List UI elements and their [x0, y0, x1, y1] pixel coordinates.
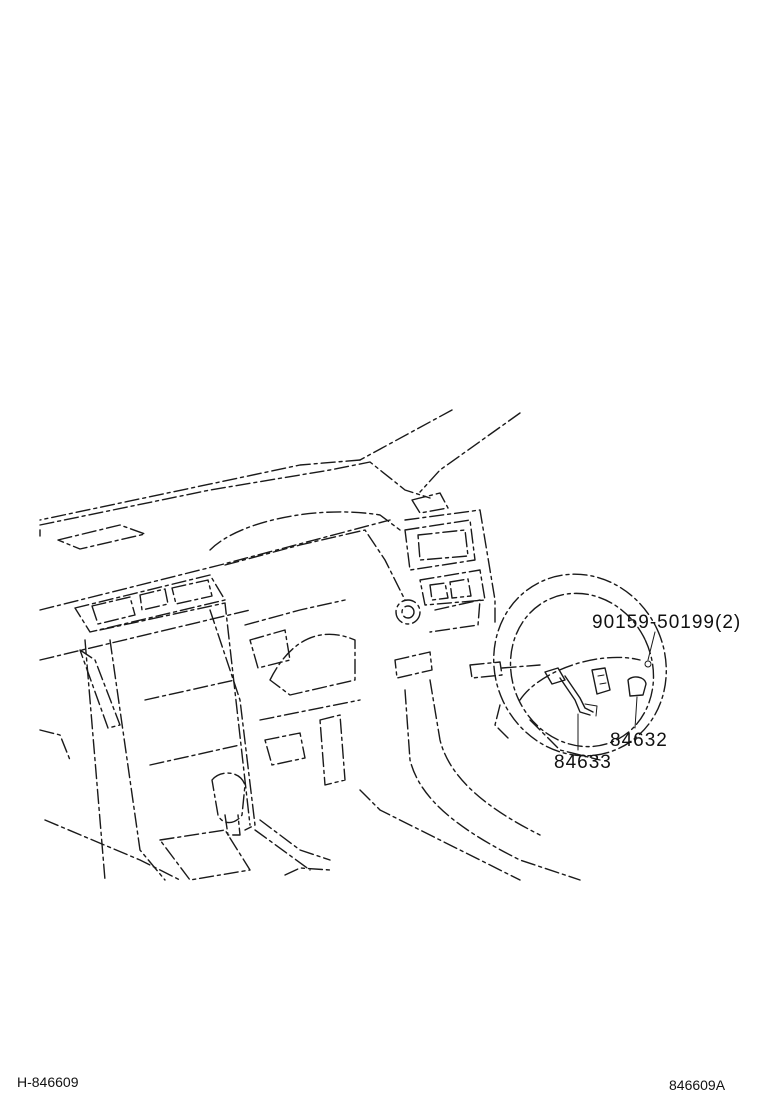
figure-id-right: 846609A [669, 1077, 726, 1093]
callout-bolt: 90159-50199(2) [592, 612, 741, 633]
leader-lines [577, 631, 656, 751]
dashboard-drawing [39, 409, 581, 881]
figure-id-left: H-846609 [17, 1074, 79, 1090]
callout-switch-right: 84632 [610, 730, 668, 751]
steering-pad-switch-right [591, 660, 652, 697]
callout-switch-left: 84633 [554, 752, 612, 773]
steering-wheel [493, 573, 667, 761]
steering-pad-switch-left [544, 667, 598, 717]
